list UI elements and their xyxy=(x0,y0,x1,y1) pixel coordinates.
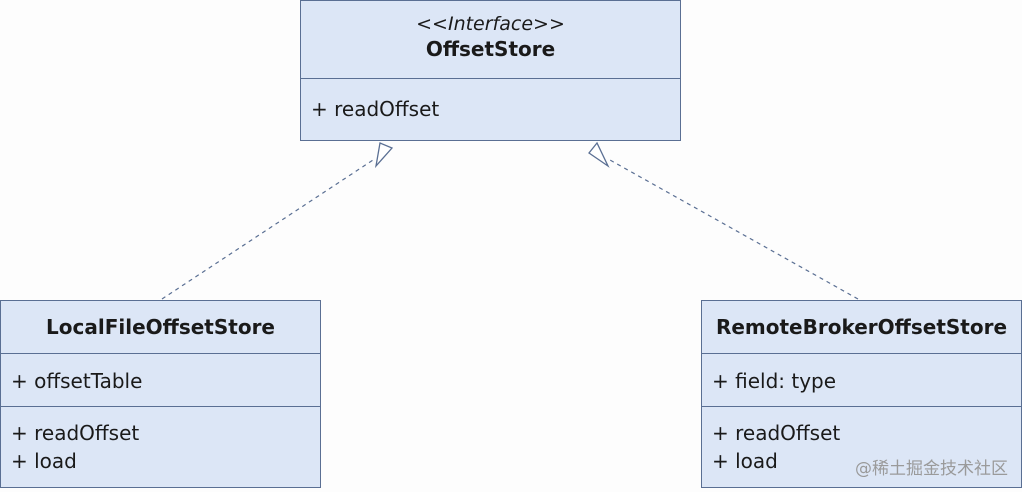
interface-operations: + readOffset xyxy=(301,79,680,142)
local-attributes: + offsetTable xyxy=(1,354,320,407)
local-class-name: LocalFileOffsetStore xyxy=(46,315,275,339)
local-attribute: + offsetTable xyxy=(11,369,143,393)
watermark: @稀土掘金技术社区 xyxy=(855,459,1008,479)
local-file-class-box[interactable]: LocalFileOffsetStore + offsetTable + rea… xyxy=(0,300,321,488)
remote-class-header: RemoteBrokerOffsetStore xyxy=(702,301,1021,354)
local-operation-read: + readOffset xyxy=(11,421,140,445)
interface-class-header: <<Interface>> OffsetStore xyxy=(301,1,680,79)
interface-class-box[interactable]: <<Interface>> OffsetStore + readOffset xyxy=(300,0,681,141)
local-operation-load: + load xyxy=(11,449,77,473)
realization-local-to-interface xyxy=(161,142,394,300)
remote-operation-load: + load xyxy=(712,449,778,473)
remote-attribute: + field: type xyxy=(712,369,837,393)
remote-class-name: RemoteBrokerOffsetStore xyxy=(715,315,1008,339)
realization-remote-to-interface xyxy=(588,141,859,300)
interface-stereotype: <<Interface>> xyxy=(416,13,565,35)
local-class-header: LocalFileOffsetStore xyxy=(1,301,320,354)
realization-arrowhead-right xyxy=(588,141,610,168)
remote-broker-class-box[interactable]: RemoteBrokerOffsetStore + field: type + … xyxy=(701,300,1022,488)
local-operations: + readOffset + load xyxy=(1,407,320,475)
interface-class-name: OffsetStore xyxy=(425,37,556,61)
realization-arrowhead-left xyxy=(374,142,394,169)
remote-operations: + readOffset + load xyxy=(702,407,1021,475)
remote-attributes: + field: type xyxy=(702,354,1021,407)
interface-operation: + readOffset xyxy=(311,97,440,121)
remote-operation-read: + readOffset xyxy=(712,421,841,445)
